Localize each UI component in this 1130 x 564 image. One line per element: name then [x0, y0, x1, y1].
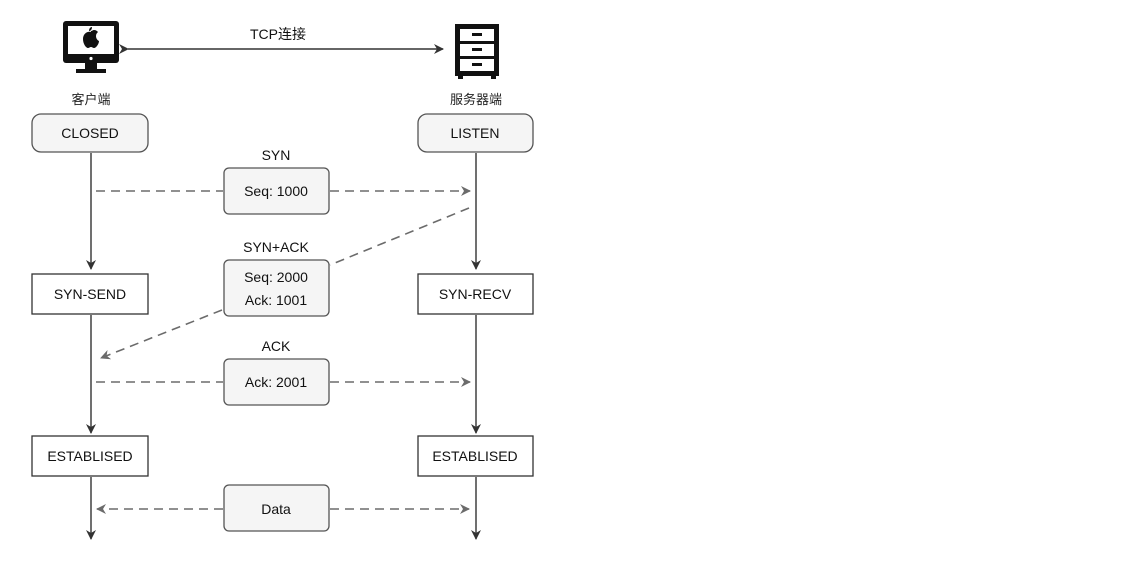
- tcp-connection-label: TCP连接: [250, 26, 306, 42]
- server-state-established: ESTABLISED: [417, 435, 534, 477]
- server-state-listen: LISTEN: [417, 113, 534, 153]
- ack-ack: Ack: 2001: [245, 374, 307, 390]
- synack-arrow-upper: [329, 207, 470, 266]
- syn-title: SYN: [262, 147, 291, 163]
- client-state-closed-label: CLOSED: [61, 125, 119, 141]
- synack-box: Seq: 2000 Ack: 1001: [223, 259, 330, 317]
- synack-title: SYN+ACK: [243, 239, 309, 255]
- synack-arrow-lower: [100, 309, 223, 360]
- server-label: 服务器端: [450, 92, 502, 108]
- server-state-syn-recv: SYN-RECV: [417, 273, 534, 315]
- syn-box: Seq: 1000: [223, 167, 330, 215]
- ack-box: Ack: 2001: [223, 358, 330, 406]
- server-state-syn-recv-label: SYN-RECV: [439, 286, 512, 302]
- client-state-syn-send: SYN-SEND: [31, 273, 149, 315]
- data-box: Data: [223, 484, 330, 532]
- imac-computer-icon: [63, 21, 119, 73]
- client-state-established-label: ESTABLISED: [47, 448, 132, 464]
- client-label: 客户端: [71, 92, 110, 108]
- client-state-established: ESTABLISED: [31, 435, 149, 477]
- server-cabinet-icon: [455, 24, 499, 79]
- client-state-syn-send-label: SYN-SEND: [54, 286, 126, 302]
- data-label: Data: [261, 501, 291, 517]
- synack-seq: Seq: 2000: [244, 269, 308, 285]
- synack-ack: Ack: 1001: [245, 292, 307, 308]
- ack-title: ACK: [262, 338, 291, 354]
- syn-seq: Seq: 1000: [244, 183, 308, 199]
- server-state-listen-label: LISTEN: [450, 125, 499, 141]
- server-state-established-label: ESTABLISED: [432, 448, 517, 464]
- client-state-closed: CLOSED: [31, 113, 149, 153]
